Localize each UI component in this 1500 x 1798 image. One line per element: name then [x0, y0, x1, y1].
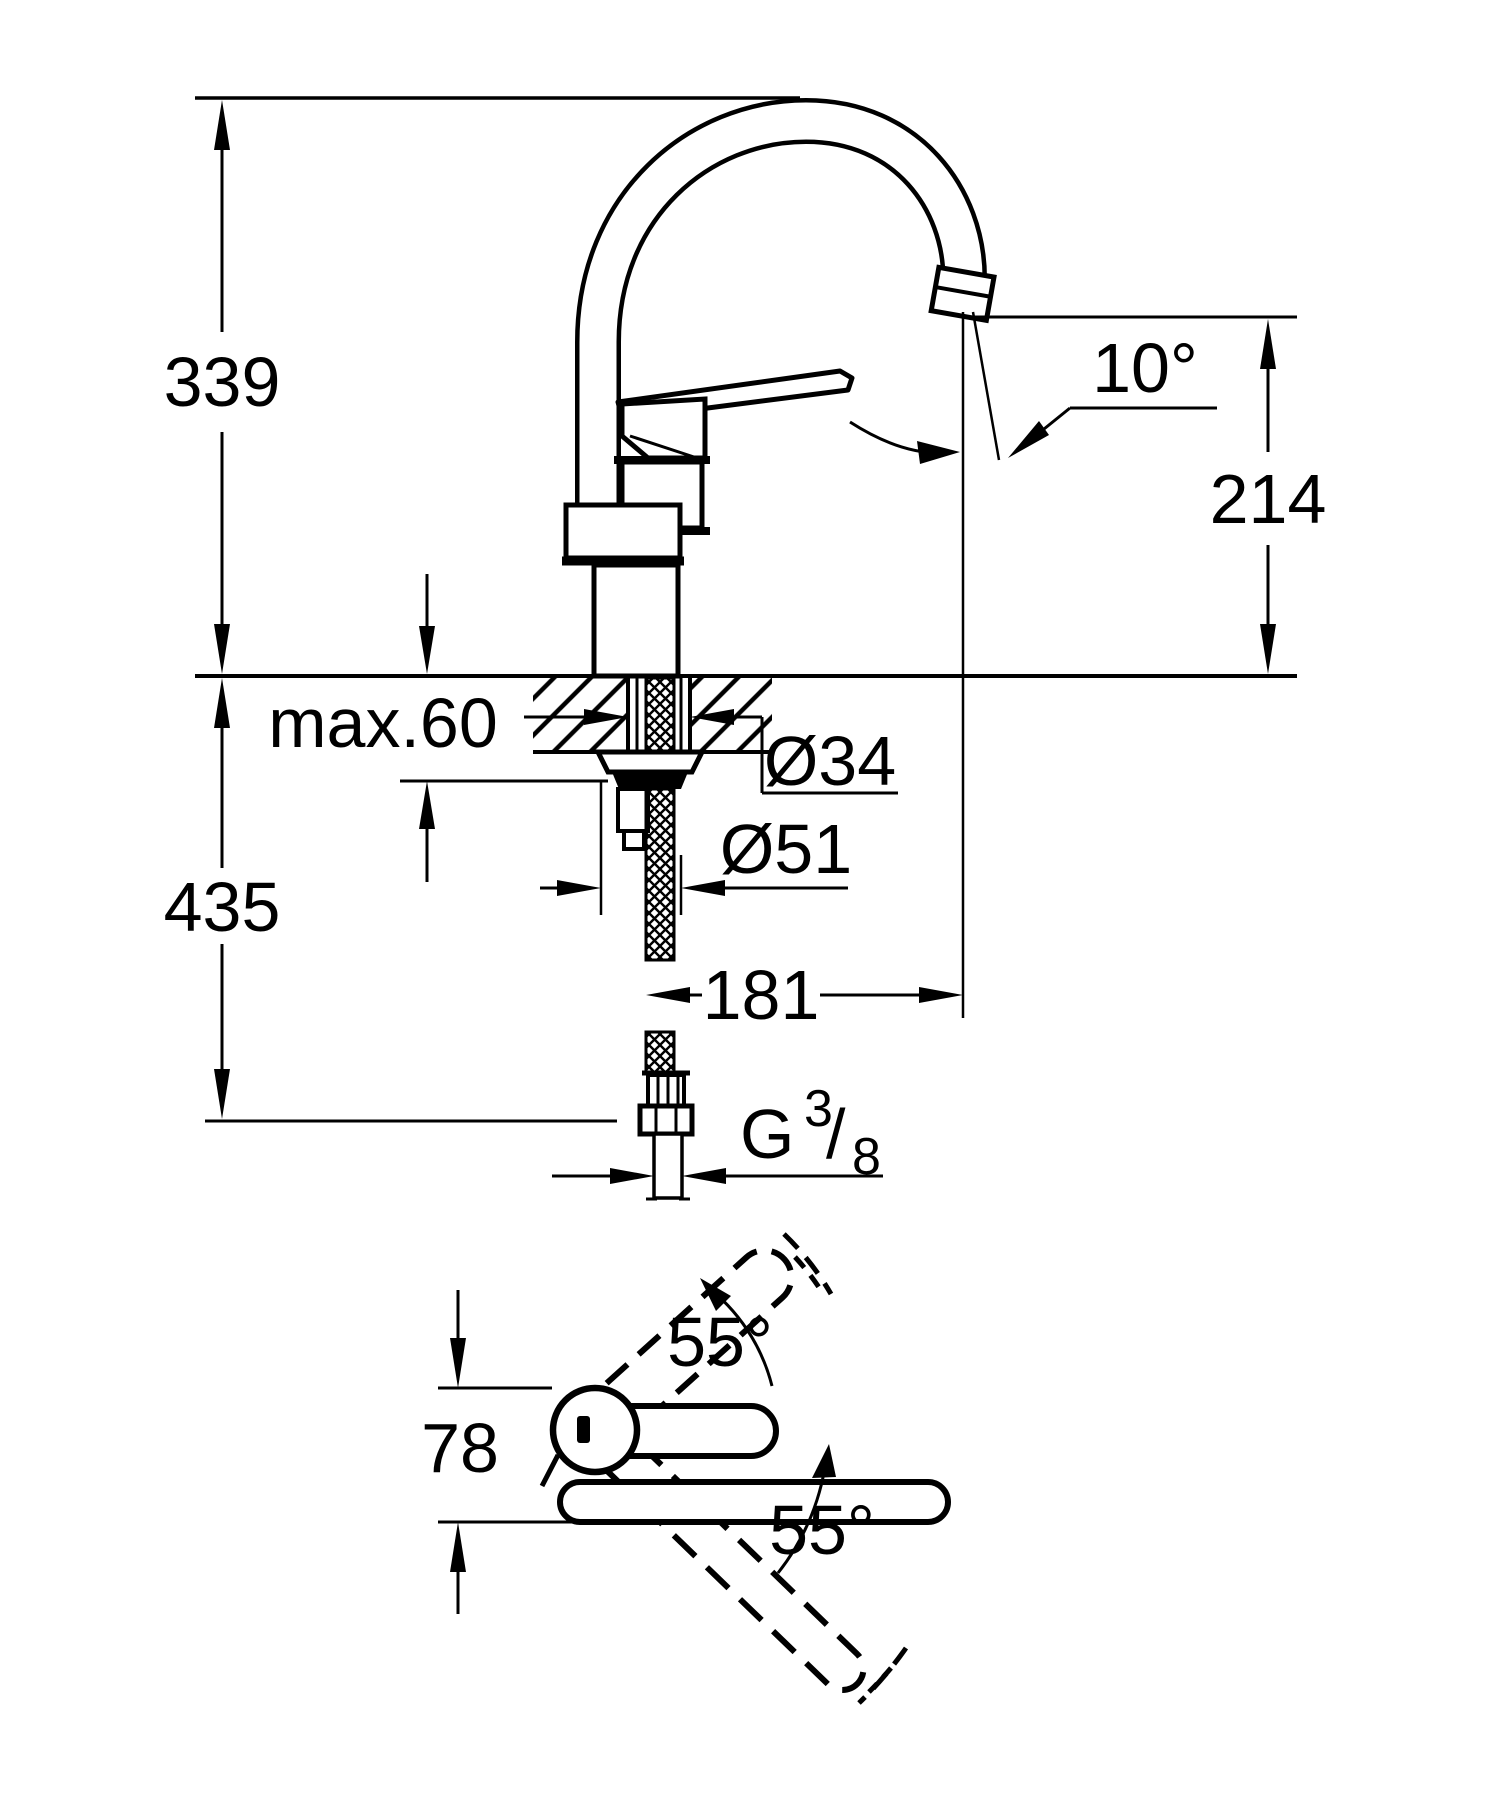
dim-435-label: 435 [164, 868, 281, 946]
dim-10deg: 10° [1008, 329, 1217, 458]
spout-tube-inner [579, 102, 983, 562]
outlet-tilt-line [971, 311, 1001, 461]
body-cone-edge [539, 1453, 561, 1488]
dim-78-label: 78 [421, 1409, 499, 1487]
dim-g38: G 3 / 8 [552, 1080, 883, 1186]
mounting-flange [593, 749, 707, 775]
dim-g38-numerator: 3 [804, 1080, 833, 1138]
lower-neck [591, 562, 681, 679]
counter-deck-section [195, 674, 1297, 851]
dim-g38-slash: / [826, 1095, 846, 1173]
locknut-lower [622, 829, 646, 851]
dim-dia51-label: Ø51 [720, 810, 852, 888]
dim-55-handle-label: 55° [667, 1303, 773, 1381]
spout-body-plan [557, 1479, 951, 1525]
dim-435: 435 [164, 678, 617, 1123]
dim-10deg-label: 10° [1092, 329, 1198, 407]
flange-band [612, 772, 688, 789]
dim-g38-denominator: 8 [852, 1128, 881, 1186]
dim-214: 214 [966, 315, 1327, 674]
spout-angle-arrowhead [812, 1444, 836, 1478]
dim-dia34: Ø34 [524, 709, 898, 800]
spout-tip-swing-arc-inner [867, 1666, 893, 1694]
dim-181: 181 [646, 956, 963, 1034]
dim-max60-label: max.60 [268, 684, 498, 762]
handle-angle-arrowhead [700, 1278, 731, 1311]
connection-hex-nut [637, 1103, 695, 1137]
dim-max60: max.60 [268, 574, 608, 882]
dim-55-spout-label: 55° [769, 1491, 875, 1569]
handle-indicator-mark [577, 1416, 590, 1443]
top-view: 78 55° 55° [421, 1232, 951, 1705]
dim-214-label: 214 [1210, 460, 1327, 538]
handle-tip-swing-arc-inner [793, 1255, 825, 1294]
cartridge-cap-plan [549, 1384, 641, 1476]
dim-339-label: 339 [164, 343, 281, 421]
dim-181-label: 181 [703, 956, 820, 1034]
dim-g38-prefix: G [740, 1095, 794, 1173]
faucet-front-outline [562, 97, 997, 679]
handle-tip-swing-arc [782, 1232, 834, 1296]
connection-tube [652, 1132, 684, 1200]
dim-dia51: Ø51 [540, 782, 852, 915]
locknut-upper [616, 787, 650, 833]
swivel-arc-arrowhead [917, 441, 960, 464]
front-view: 339 214 10° max.60 [164, 96, 1327, 1201]
mounting-shank [626, 676, 692, 753]
hose-braid-lower [644, 1030, 676, 1074]
dome-seam [629, 434, 695, 459]
hose-braid-upper [644, 787, 676, 962]
cartridge-dome [619, 396, 708, 461]
spout-outlet-aerator [928, 264, 997, 324]
dim-339: 339 [164, 96, 800, 674]
dim-78: 78 [421, 1290, 668, 1614]
supply-hose [637, 787, 695, 1201]
base-block [563, 502, 683, 561]
dim-dia34-label: Ø34 [764, 722, 896, 800]
handle-swung-position [562, 1247, 795, 1463]
